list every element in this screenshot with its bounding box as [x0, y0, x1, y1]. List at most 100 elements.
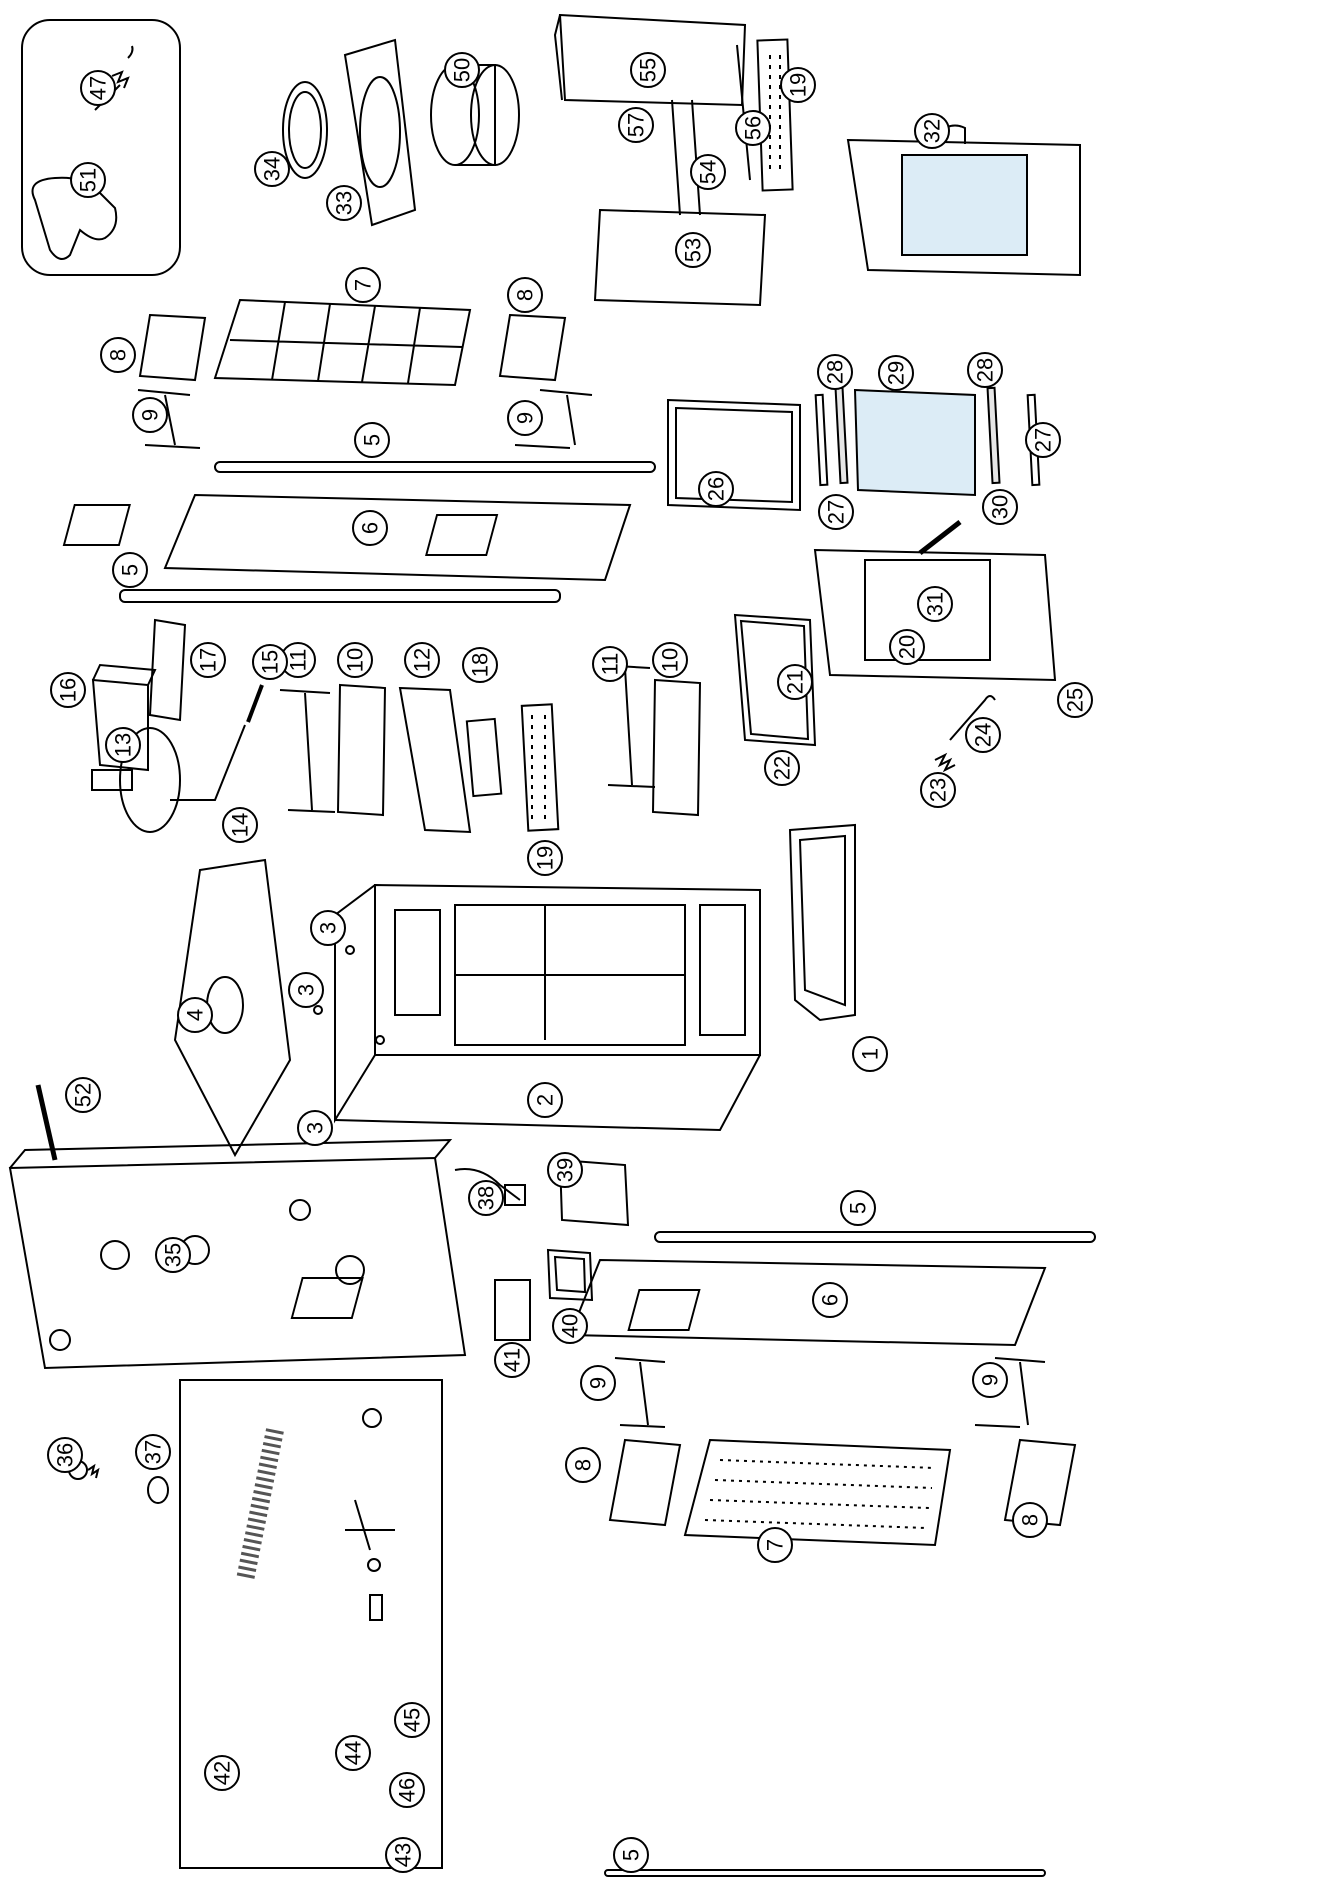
callout-43: 43 — [385, 1837, 421, 1873]
part-14-lever-drawing — [170, 724, 246, 801]
callout-circle — [310, 910, 346, 946]
callout-label: 44 — [341, 1741, 366, 1765]
callout-25: 25 — [1057, 682, 1093, 718]
part-15-handle-drawing — [246, 684, 264, 723]
part-5-rail-upper-2-drawing — [119, 589, 561, 603]
callout-label: 6 — [358, 522, 383, 534]
callout-54: 54 — [690, 154, 726, 190]
callout-label: 20 — [895, 635, 920, 659]
callout-label: 12 — [410, 648, 435, 672]
callout-circle — [817, 354, 853, 390]
callout-39: 39 — [547, 1152, 583, 1188]
callout-circle — [394, 1702, 430, 1738]
callout-22: 22 — [764, 750, 800, 786]
callout-30: 30 — [982, 489, 1018, 525]
callout-10: 10 — [337, 642, 373, 678]
part-29-glass-drawing — [853, 388, 976, 497]
callout-label: 40 — [558, 1314, 583, 1338]
callout-circle — [80, 70, 116, 106]
callout-label: 33 — [332, 191, 357, 215]
part-5-rail-upper-drawing — [214, 461, 656, 473]
callout-26: 26 — [698, 471, 734, 507]
part-5-rail-bottom-drawing — [604, 1869, 1046, 1877]
callout-circle — [100, 337, 136, 373]
callout-label: 8 — [1018, 1514, 1043, 1526]
part-28-strip-left-drawing — [834, 386, 849, 485]
part-8-tray-lower-right-drawing — [1003, 1438, 1077, 1527]
callout-55: 55 — [630, 52, 666, 88]
callout-label: 16 — [56, 678, 81, 702]
callout-56: 56 — [735, 110, 771, 146]
callout-circle — [326, 185, 362, 221]
callout-label: 11 — [286, 649, 311, 672]
callout-label: 31 — [923, 592, 948, 616]
part-34-disc-drawing — [282, 81, 328, 179]
callout-label: 17 — [196, 648, 221, 672]
part-27-strip-left-drawing — [814, 393, 829, 487]
part-53-baffle-drawing — [593, 208, 767, 307]
callout-11: 11 — [280, 642, 316, 678]
callout-label: 54 — [696, 160, 721, 184]
callout-circle — [780, 67, 816, 103]
callout-circle — [112, 552, 148, 588]
callout-7: 7 — [757, 1527, 793, 1563]
callout-circle — [507, 277, 543, 313]
callout-label: 3 — [294, 984, 319, 996]
part-8-tray-lower-left-drawing — [608, 1438, 682, 1527]
part-2-stove-body-drawing — [334, 883, 761, 1132]
callout-label: 50 — [450, 58, 475, 82]
callout-9: 9 — [580, 1365, 616, 1401]
callout-circle — [354, 422, 390, 458]
part-9-bracket-upper-right-drawing — [514, 389, 593, 449]
part-44-valve-drawing — [345, 1499, 395, 1551]
callout-circle — [580, 1365, 616, 1401]
callout-21: 21 — [777, 664, 813, 700]
part-41-block-drawing — [494, 1279, 531, 1341]
callout-circle — [47, 1437, 83, 1473]
callout-circle — [889, 629, 925, 665]
part-45-nut-drawing — [362, 1408, 382, 1428]
callout-19: 19 — [780, 67, 816, 103]
callout-28: 28 — [817, 354, 853, 390]
callout-label: 39 — [553, 1158, 578, 1182]
part-46-nut-drawing — [367, 1558, 381, 1572]
callout-circle — [204, 1755, 240, 1791]
callout-label: 24 — [971, 723, 996, 747]
part-56-rod-drawing — [736, 44, 751, 181]
callout-20: 20 — [889, 629, 925, 665]
callout-circle — [613, 1837, 649, 1873]
callout-label: 2 — [533, 1094, 558, 1106]
callout-label: 38 — [474, 1186, 499, 1210]
callout-2: 2 — [527, 1082, 563, 1118]
callout-label: 52 — [71, 1083, 96, 1107]
callout-label: 7 — [763, 1539, 788, 1551]
callout-label: 32 — [920, 119, 945, 143]
callout-5: 5 — [354, 422, 390, 458]
callout-label: 8 — [106, 349, 131, 361]
callout-circle — [698, 471, 734, 507]
part-11-bracket-right-drawing — [599, 664, 656, 788]
callout-31: 31 — [917, 586, 953, 622]
callout-label: 53 — [681, 238, 706, 262]
callout-34: 34 — [254, 151, 290, 187]
callout-3: 3 — [297, 1110, 333, 1146]
callout-label: 27 — [1031, 428, 1056, 452]
callout-9: 9 — [507, 400, 543, 436]
callout-label: 8 — [513, 289, 538, 301]
callout-circle — [527, 840, 563, 876]
callout-6: 6 — [352, 510, 388, 546]
callout-29: 29 — [878, 355, 914, 391]
callout-circle — [675, 232, 711, 268]
callout-circle — [972, 1362, 1008, 1398]
callout-circle — [252, 644, 288, 680]
callout-label: 55 — [636, 58, 661, 82]
callout-label: 9 — [138, 409, 163, 421]
callout-label: 36 — [53, 1443, 78, 1467]
callout-label: 3 — [316, 922, 341, 934]
callout-13: 13 — [105, 727, 141, 763]
callout-circle — [385, 1837, 421, 1873]
part-1-door-frame-drawing — [788, 823, 856, 1022]
callout-circle — [920, 772, 956, 808]
callout-circle — [352, 510, 388, 546]
part-35-back-panel-drawing — [8, 1138, 467, 1370]
